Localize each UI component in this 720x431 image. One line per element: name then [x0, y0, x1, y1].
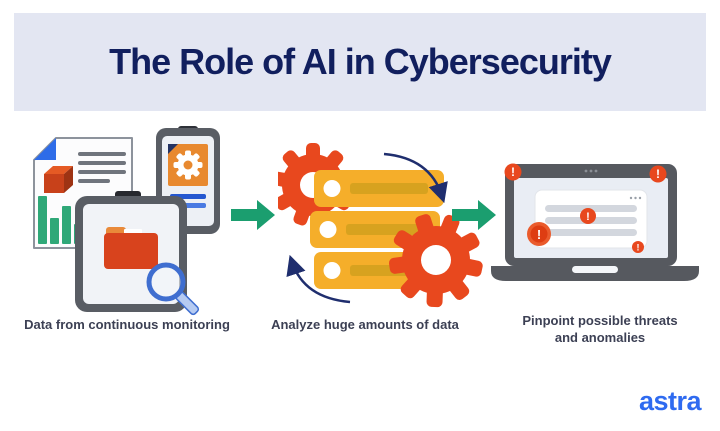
laptop-alerts-icon: ! ! ! ! ! [491, 163, 699, 281]
svg-text:!: ! [656, 167, 660, 181]
flow-arrow-icon [452, 200, 496, 230]
folder-icon [104, 227, 158, 269]
svg-text:!: ! [586, 211, 590, 223]
alert-badge-icon: ! [527, 222, 551, 246]
alert-badge-icon: ! [504, 163, 522, 181]
alert-badge-icon: ! [649, 165, 667, 183]
step-caption-3: Pinpoint possible threats and anomalies [522, 313, 678, 345]
svg-text:!: ! [537, 227, 541, 242]
cycle-arrows-icon [286, 152, 448, 304]
step-caption-1: Data from continuous monitoring [24, 317, 230, 332]
servers-and-gears-icon [278, 143, 483, 308]
step-caption-2: Analyze huge amounts of data [271, 317, 459, 332]
page-fold [34, 138, 56, 160]
flow-arrow-icon [231, 200, 275, 230]
astra-logo: astra [638, 386, 702, 416]
document-icon [33, 137, 133, 249]
cube-icon [44, 166, 73, 193]
alert-badge-icon: ! [580, 208, 596, 224]
alert-badges: ! ! ! ! ! [504, 163, 667, 253]
laptop-base [491, 266, 699, 281]
laptop-icon [491, 164, 699, 281]
svg-text:!: ! [637, 243, 640, 253]
gear-icon [388, 214, 483, 308]
svg-text:!: ! [511, 165, 515, 179]
gear-icon [173, 150, 203, 180]
page-title: The Role of AI in Cybersecurity [109, 41, 612, 82]
alert-badge-icon: ! [632, 241, 644, 253]
tablet-icon [75, 191, 200, 316]
title-banner: The Role of AI in Cybersecurity [14, 13, 706, 111]
monitoring-devices-icon [33, 126, 220, 316]
magnifier-icon [146, 262, 200, 316]
